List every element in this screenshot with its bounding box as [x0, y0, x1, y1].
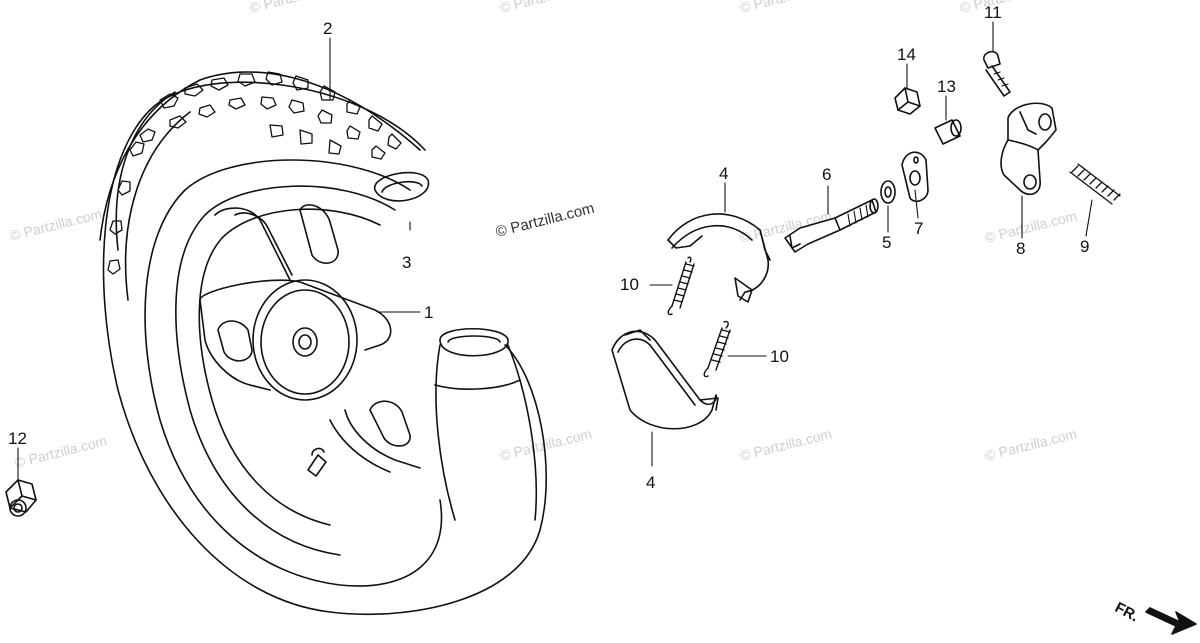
callout-9: 9	[1080, 237, 1090, 256]
tire-valve	[307, 447, 327, 477]
callout-6: 6	[822, 165, 832, 184]
brake-spring-lower	[703, 320, 731, 378]
wheel-hub	[252, 279, 358, 401]
brake-cam	[784, 198, 879, 253]
brake-arm-collar	[934, 119, 962, 145]
callout-4-lower: 4	[646, 473, 656, 492]
tire-inner	[144, 159, 443, 587]
tire-cut-top	[374, 171, 430, 202]
callout-7: 7	[914, 219, 924, 238]
callout-3: 3	[402, 253, 412, 272]
callout-13: 13	[937, 77, 956, 96]
brake-arm-nut	[894, 87, 921, 115]
brake-arm-bolt	[983, 50, 1011, 97]
felt-seal	[880, 180, 896, 204]
brake-arm	[1000, 102, 1057, 196]
wheel-assembly	[99, 71, 548, 616]
wheel-spoke-plate	[199, 279, 392, 351]
callout-11: 11	[984, 3, 1002, 22]
leader-lines	[17, 21, 1093, 481]
tire-cross-section	[439, 327, 509, 357]
callout-14: 14	[897, 45, 916, 64]
tire-outer	[102, 81, 548, 616]
callout-2: 2	[323, 19, 333, 38]
callout-1: 1	[424, 303, 434, 322]
callout-4-upper: 4	[719, 164, 729, 183]
front-direction-arrow	[1145, 607, 1197, 635]
tread-pattern	[107, 71, 402, 275]
wear-indicator-plate	[901, 151, 929, 202]
axle-nut	[5, 479, 37, 517]
callout-10-upper: 10	[620, 275, 639, 294]
callout-5: 5	[882, 233, 892, 252]
callout-8: 8	[1016, 239, 1026, 258]
callout-10-lower: 10	[770, 347, 789, 366]
brake-shoe-lower	[611, 329, 719, 430]
hub-axle-hole	[292, 327, 318, 357]
brake-spring-upper	[667, 256, 695, 316]
brake-arm-spring	[1069, 163, 1121, 205]
callout-12: 12	[8, 429, 27, 448]
brake-shoe-upper	[667, 213, 771, 303]
